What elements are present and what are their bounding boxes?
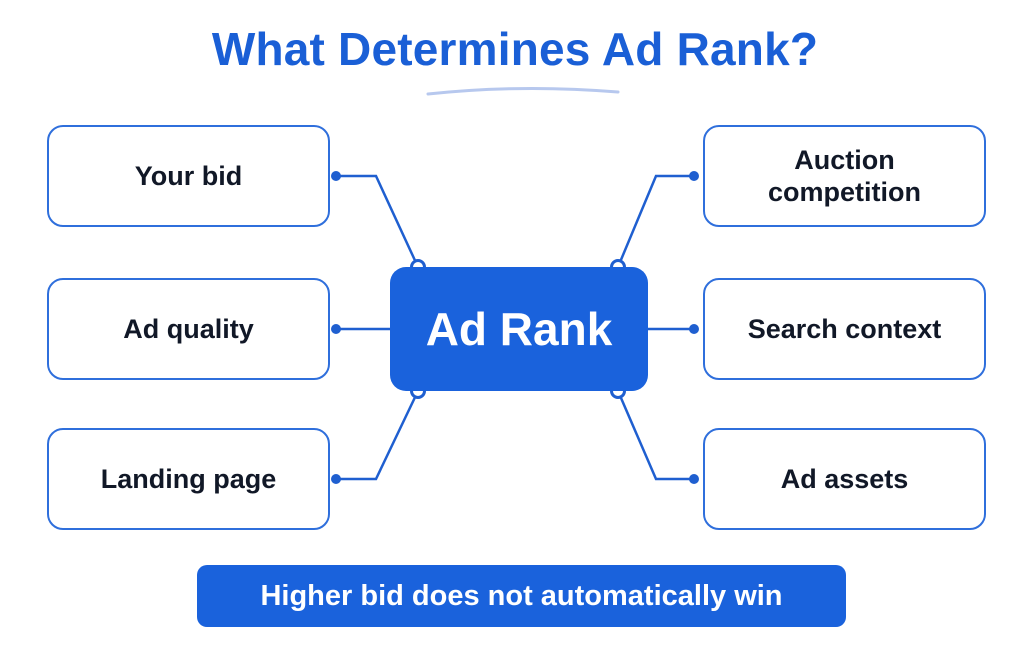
summary-banner: Higher bid does not automatically win	[197, 565, 846, 627]
connector-auction-competition	[616, 174, 694, 268]
connector-dot	[331, 474, 341, 484]
connector-dot	[689, 171, 699, 181]
connector-landing-page	[336, 390, 420, 481]
title-underline	[426, 86, 620, 96]
connector-dot	[689, 324, 699, 334]
connector-dot	[331, 324, 341, 334]
page-title: What Determines Ad Rank?	[211, 23, 819, 75]
ad-rank-node: Ad Rank	[390, 267, 648, 391]
connector-dot	[331, 171, 341, 181]
connector-dot	[689, 474, 699, 484]
connector-ad-assets	[616, 390, 694, 481]
connector-your-bid	[336, 174, 420, 268]
factor-search-context: Search context	[703, 278, 986, 380]
factor-landing-page: Landing page	[47, 428, 330, 530]
factor-ad-assets: Ad assets	[703, 428, 986, 530]
factor-ad-quality: Ad quality	[47, 278, 330, 380]
factor-your-bid: Your bid	[47, 125, 330, 227]
factor-auction-competition: Auction competition	[703, 125, 986, 227]
